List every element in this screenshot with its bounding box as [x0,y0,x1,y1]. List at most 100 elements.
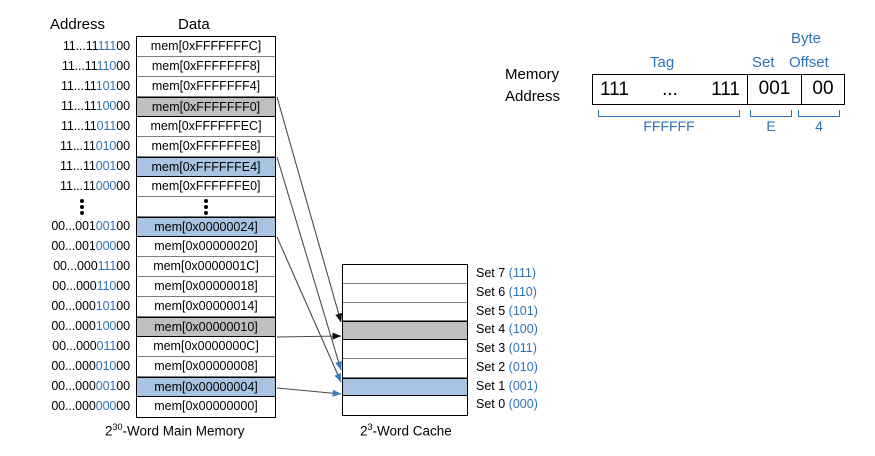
cache-set-label: Set 0 (000) [476,395,538,414]
cache-set-row [343,377,467,397]
cache-set-name: Set 7 [476,266,506,280]
memory-data-row: mem[0xFFFFFFE8] [137,137,275,157]
address-column-header: Address [50,16,106,33]
tag-bits-ellipsis: ... [662,79,678,100]
offset-hex-brace [798,110,840,117]
memory-data-row: mem[0xFFFFFFF0] [137,97,275,117]
memory-data-row: mem[0x0000001C] [137,257,275,277]
main-memory-caption: 230-Word Main Memory [105,422,245,439]
memory-address-field-box: 111 ... 111 001 00 [592,74,845,105]
byte-offset-field-name-line1: Byte [791,30,822,47]
cache-set-bits: (110) [508,284,537,299]
set-hex-brace [750,110,792,117]
cache-set-bits: (101) [508,303,538,318]
cache-set-label: Set 4 (100) [476,320,538,339]
cache-set-row [343,283,467,303]
memory-address-label: 00...00001000 [51,359,130,373]
cache-set-name: Set 1 [476,378,506,393]
set-field-name: Set [752,54,775,71]
memory-data-row: mem[0xFFFFFFE0] [137,177,275,197]
memory-address-label: 00...00100000 [51,239,130,253]
cache-caption-exponent: 3 [367,422,373,432]
memory-data-row: mem[0xFFFFFFF4] [137,77,275,97]
address-ellipsis [34,196,130,216]
cache-set-name: Set 6 [476,284,506,299]
byte-offset-field-name-line2: Offset [789,54,829,71]
memory-address-label: 00...00010100 [51,299,130,313]
memory-address-label: 00...00001100 [52,339,130,353]
cache-set-row [343,321,467,340]
cache-set-label: Set 3 (011) [476,339,537,358]
memory-data-row: mem[0x00000000] [137,397,275,417]
memory-address-label: 00...00000100 [51,379,130,393]
memory-data-row: mem[0xFFFFFFE4] [137,157,275,177]
cache-set-row [343,358,467,378]
vertical-ellipsis-icon [80,197,84,217]
arrow-ffffffe4-to-set1 [276,156,342,371]
cache-set-bits: (011) [508,341,537,355]
memory-address-label: 11...1101100 [60,119,130,133]
cache-set-row [343,340,467,359]
cache-set-bits: (111) [508,266,536,280]
main-memory-caption-exponent: 30 [112,422,123,432]
memory-address-label: 00...00100100 [51,219,130,233]
cache-set-label: Set 5 (101) [476,302,538,321]
main-memory-table: mem[0xFFFFFFFC]mem[0xFFFFFFF8]mem[0xFFFF… [136,36,276,418]
tag-hex-label: FFFFFF [643,118,695,134]
cache-set-label: Set 1 (001) [476,377,538,396]
tag-bits-right: 111 [711,79,740,100]
memory-data-row: mem[0x00000008] [137,357,275,377]
cache-set-bits: (100) [508,322,538,337]
cache-caption-base: 2 [360,423,368,439]
cache-set-name: Set 5 [476,303,506,318]
main-memory-caption-base: 2 [105,423,113,439]
memory-data-row: mem[0x00000024] [137,217,275,237]
memory-data-row: mem[0x00000014] [137,297,275,317]
memory-address-label: 00...00011100 [53,259,130,273]
arrow-00000004-to-set1 [276,387,342,397]
set-hex-label: E [766,118,776,134]
memory-data-row: mem[0x00000020] [137,237,275,257]
cache-set-bits: (000) [508,397,538,412]
cache-table [342,264,468,416]
cache-set-label: Set 2 (010) [476,358,538,377]
memory-address-label: 11...1110000 [60,99,130,113]
tag-field-name: Tag [650,54,675,71]
cache-caption-rest: -Word Cache [372,423,452,439]
memory-address-label-line2: Address [505,88,561,105]
tag-bits-left: 111 [600,79,629,100]
cache-set-label: Set 6 (110) [476,283,537,302]
cache-set-row [343,396,467,415]
offset-hex-label: 4 [815,118,823,134]
memory-address-label: 00...00000000 [51,399,130,413]
cache-set-row [343,265,467,284]
cache-set-name: Set 3 [476,341,506,355]
vertical-ellipsis-icon [137,197,275,216]
cache-set-bits: (010) [508,359,538,374]
main-memory-caption-rest: -Word Main Memory [122,423,245,439]
cache-set-bits: (001) [508,378,538,393]
memory-address-label: 11...1100100 [60,159,130,173]
memory-address-label-line1: Memory [505,66,560,83]
memory-address-label: 11...1100000 [60,179,130,193]
cache-caption: 23-Word Cache [360,422,452,439]
memory-data-row: mem[0xFFFFFFFC] [137,37,275,57]
cache-set-name: Set 2 [476,359,506,374]
memory-address-label: 11...1111000 [61,59,130,73]
memory-address-label: 00...00011000 [52,279,130,293]
tag-field-value: 111 ... 111 [593,75,748,104]
arrow-00000010-to-set4 [276,332,342,340]
arrow-fffffff0-to-set4 [276,96,343,323]
memory-address-label: 00...00010000 [51,319,130,333]
set-field-value: 001 [748,75,802,104]
byte-offset-field-value: 00 [812,78,834,99]
memory-address-label: 11...1111100 [62,39,130,53]
cache-set-name: Set 4 [476,322,506,337]
arrow-00000024-to-set1 [276,236,342,383]
data-column-header: Data [178,16,210,33]
memory-data-row: mem[0x00000004] [137,377,275,397]
memory-ellipsis-row [137,197,275,217]
memory-data-row: mem[0x0000000C] [137,337,275,357]
memory-data-row: mem[0x00000010] [137,317,275,337]
